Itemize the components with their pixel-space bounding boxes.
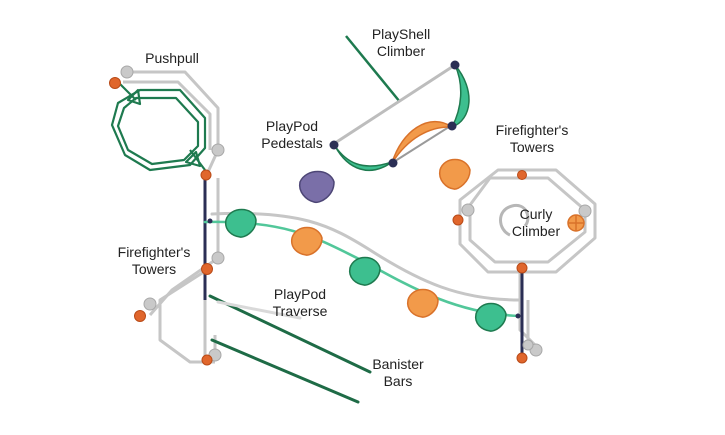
label-playpod-traverse: PlayPod Traverse <box>268 286 332 320</box>
label-pedestals-line2: Pedestals <box>261 135 323 151</box>
label-curly-climber: Curly Climber <box>506 206 566 240</box>
label-ff-left-line2: Towers <box>131 261 177 277</box>
label-curly-line1: Curly <box>519 206 553 222</box>
banister-bars <box>208 294 372 404</box>
label-playpod-pedestals: PlayPod Pedestals <box>254 118 330 152</box>
label-banister-bars: Banister Bars <box>368 356 428 390</box>
pod-purple <box>298 170 335 204</box>
label-banister-line2: Bars <box>383 373 413 389</box>
label-firefighters-towers-left: Firefighter's Towers <box>112 244 196 278</box>
label-pedestals-line1: PlayPod <box>265 118 319 134</box>
label-banister-line1: Banister <box>372 356 424 372</box>
pod-orange-pedestal <box>438 158 471 190</box>
label-ff-right-line1: Firefighter's <box>495 122 569 138</box>
curly-climber-marker <box>567 214 585 232</box>
traverse-end-markers <box>207 218 521 319</box>
label-traverse-line1: PlayPod <box>273 286 327 302</box>
playshell-climber <box>329 35 470 172</box>
curly-climber-frame <box>499 203 530 237</box>
label-curly-line2: Climber <box>511 223 561 239</box>
label-ff-right-line2: Towers <box>509 139 555 155</box>
pushpull-frame <box>110 81 207 172</box>
label-ff-left-line1: Firefighter's <box>117 244 191 260</box>
label-pushpull-line1: Pushpull <box>145 50 199 66</box>
label-pushpull: Pushpull <box>140 50 204 67</box>
post-caps <box>120 65 592 362</box>
label-playshell-line2: Climber <box>376 43 426 59</box>
label-playshell-climber: PlayShell Climber <box>364 26 438 60</box>
orange-posts <box>109 77 528 366</box>
traverse-pods <box>224 208 507 332</box>
label-firefighters-towers-right: Firefighter's Towers <box>490 122 574 156</box>
label-playshell-line1: PlayShell <box>371 26 431 42</box>
label-traverse-line2: Traverse <box>272 303 328 319</box>
